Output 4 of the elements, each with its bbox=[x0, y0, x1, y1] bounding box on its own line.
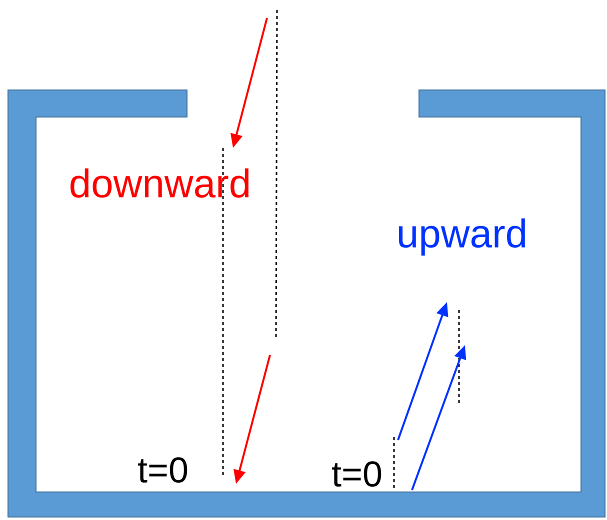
time-label: t=0 bbox=[332, 461, 382, 487]
time-label: t=0 bbox=[138, 457, 188, 483]
direction-label: upward bbox=[399, 218, 525, 256]
direction-label: downward bbox=[70, 168, 249, 198]
